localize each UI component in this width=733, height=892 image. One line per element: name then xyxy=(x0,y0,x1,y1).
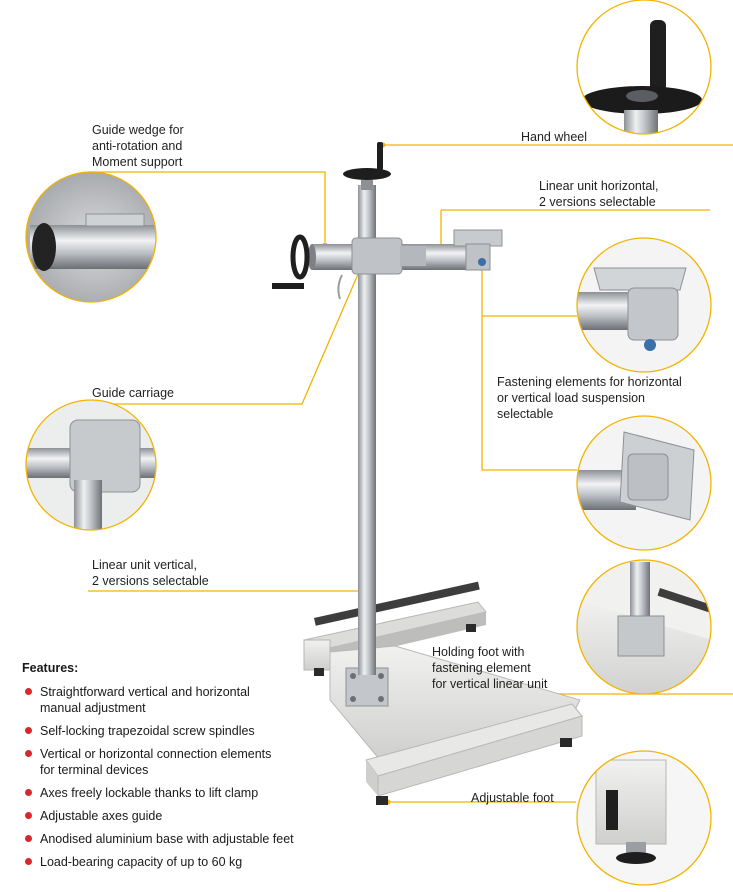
label-guide-carriage: Guide carriage xyxy=(92,386,174,400)
detail-circle-border xyxy=(25,171,157,303)
detail-circle-hand-wheel xyxy=(577,0,711,134)
feature-item: Adjustable axes guide xyxy=(22,808,352,824)
label-linear-horizontal: Linear unit horizontal, 2 versions selec… xyxy=(539,179,659,209)
detail-circle-border xyxy=(576,559,712,695)
features-list: Straightforward vertical and horizontal … xyxy=(22,684,352,870)
features-heading: Features: xyxy=(22,661,79,675)
feature-item: Anodised aluminium base with adjustable … xyxy=(22,831,352,847)
vertical-column xyxy=(358,185,376,675)
label-guide-wedge: Guide wedge for anti-rotation and Moment… xyxy=(92,123,184,169)
detail-circle-border xyxy=(25,399,157,531)
base-foot xyxy=(303,581,583,805)
top-handwheel xyxy=(343,142,391,190)
detail-circle-adjustable-foot xyxy=(577,751,711,885)
detail-circle-border xyxy=(576,750,712,886)
label-fastening-elements: Fastening elements for horizontal or ver… xyxy=(497,375,682,421)
feature-item: Axes freely lockable thanks to lift clam… xyxy=(22,785,352,801)
detail-circle-border xyxy=(576,415,712,551)
label-linear-vertical: Linear unit vertical, 2 versions selecta… xyxy=(92,558,209,588)
label-hand-wheel: Hand wheel xyxy=(521,130,588,144)
label-holding-foot: Holding foot with fastening element for … xyxy=(432,645,548,691)
feature-item: Vertical or horizontal connection elemen… xyxy=(22,746,352,778)
detail-circle-fastening-2 xyxy=(577,416,711,550)
features-section: Features: Straightforward vertical and h… xyxy=(22,661,352,877)
feature-item: Straightforward vertical and horizontal … xyxy=(22,684,352,716)
detail-circle-border xyxy=(576,0,712,135)
detail-circle-fastening-1 xyxy=(577,238,711,372)
feature-item: Load-bearing capacity of up to 60 kg xyxy=(22,854,352,870)
horizontal-arm xyxy=(272,229,503,300)
detail-circle-guide-carriage xyxy=(26,400,156,530)
feature-item: Self-locking trapezoidal screw spindles xyxy=(22,723,352,739)
detail-circle-guide-wedge xyxy=(26,172,156,302)
label-adjustable-foot: Adjustable foot xyxy=(471,791,554,805)
detail-circle-holding-foot xyxy=(577,560,711,694)
detail-circle-border xyxy=(576,237,712,373)
